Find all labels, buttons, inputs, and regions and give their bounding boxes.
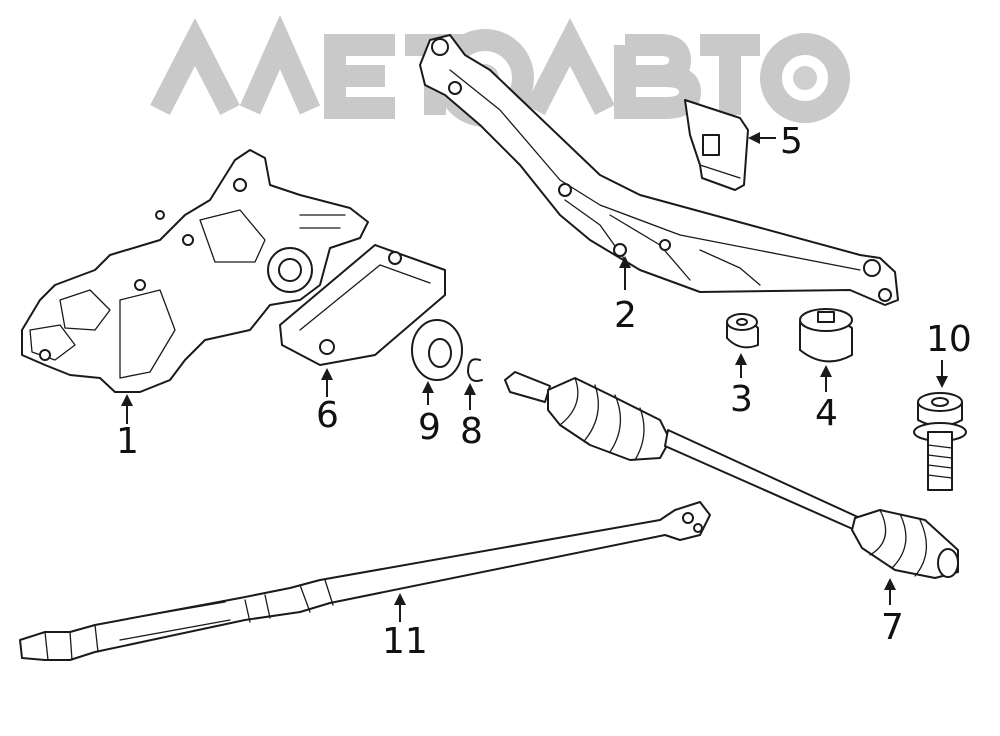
washer: [411, 319, 463, 381]
drive-shaft: [504, 371, 959, 579]
callout-9: 9: [418, 407, 441, 448]
small-bushing: [726, 313, 759, 349]
callout-11: 11: [382, 621, 428, 662]
leader-lines: [121, 132, 948, 622]
differential-housing: [21, 149, 369, 393]
callout-2: 2: [614, 295, 637, 336]
callout-1: 1: [116, 421, 139, 462]
circlip: [467, 358, 483, 382]
callout-7: 7: [881, 607, 904, 648]
bracket-plate: [684, 99, 749, 191]
callout-8: 8: [460, 411, 483, 452]
callout-5: 5: [780, 121, 803, 162]
bolt: [913, 392, 967, 491]
large-bushing: [799, 308, 853, 363]
propeller-shaft: [19, 501, 711, 661]
callout-6: 6: [316, 395, 339, 436]
rear-subframe: [419, 34, 899, 306]
callout-10: 10: [926, 319, 972, 360]
callout-3: 3: [730, 379, 753, 420]
callout-4: 4: [815, 393, 838, 434]
shield-plate: [279, 244, 446, 366]
